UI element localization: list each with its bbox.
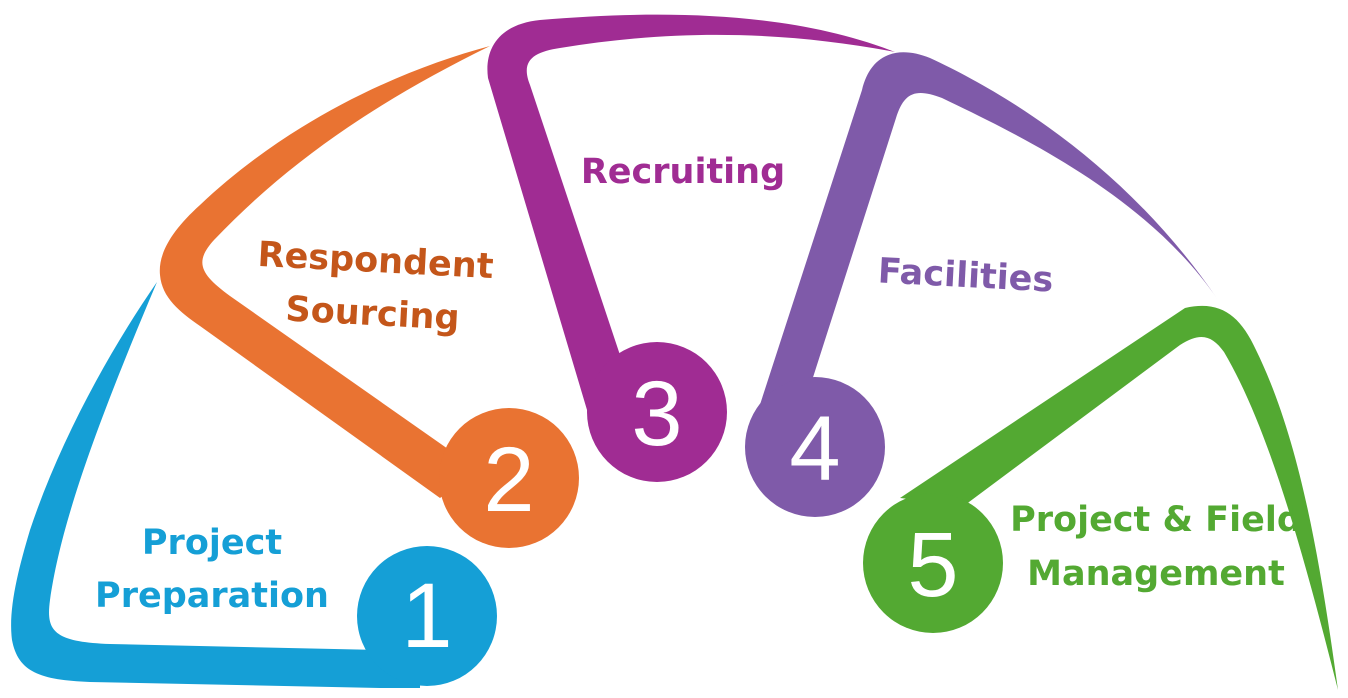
step-1-number: 1 [401, 565, 452, 667]
step-4-number: 4 [789, 398, 840, 500]
step-5-number: 5 [907, 514, 958, 616]
step-5-arc [900, 305, 1338, 690]
step-2-label-line1: Respondent [257, 235, 495, 287]
step-2-arc [159, 46, 490, 498]
step-5-label-line2: Management [1027, 554, 1285, 594]
step-1-label-line2: Preparation [95, 576, 329, 616]
step-2-number: 2 [483, 429, 534, 531]
step-5-circle [863, 493, 1003, 633]
step-1-circle [357, 546, 497, 686]
step-1-arc [11, 282, 421, 688]
step-5: 5 Project & Field Management [863, 305, 1338, 690]
step-3-number: 3 [631, 363, 682, 465]
step-3: 3 Recruiting [487, 14, 895, 482]
step-3-label: Recruiting [581, 152, 785, 192]
step-3-circle [587, 342, 727, 482]
step-4-circle [745, 377, 885, 517]
step-4-arc [755, 52, 1218, 420]
step-3-arc [487, 14, 895, 420]
step-2-label-line2: Sourcing [285, 289, 461, 338]
step-2: 2 Respondent Sourcing [159, 46, 579, 548]
step-2-circle [439, 408, 579, 548]
step-1: 1 Project Preparation [11, 282, 497, 688]
step-4-label: Facilities [877, 251, 1054, 300]
step-1-label-line1: Project [142, 523, 282, 563]
step-5-label-line1: Project & Field [1010, 500, 1302, 540]
step-4: 4 Facilities [745, 52, 1218, 517]
